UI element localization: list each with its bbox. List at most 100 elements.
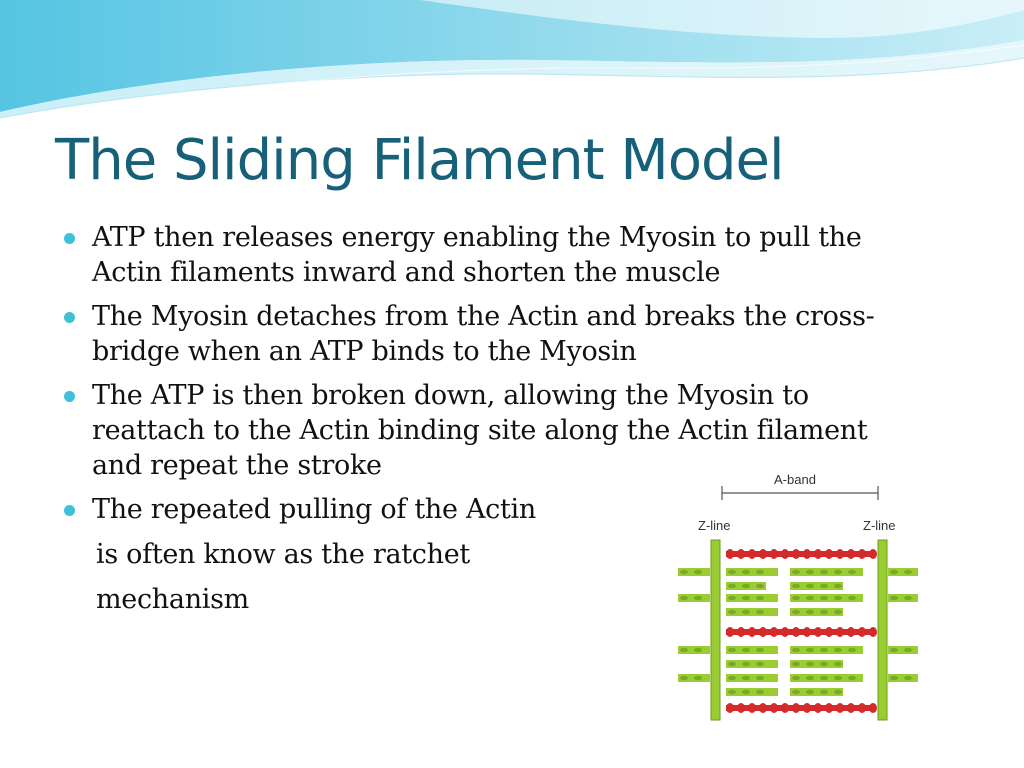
actin-bead (806, 661, 814, 667)
sarcomere-diagram: A-band Z-line Z-line (618, 458, 994, 758)
actin-bead (806, 595, 814, 601)
myosin-head (803, 703, 811, 713)
actin-bead (904, 569, 912, 575)
actin-bead (756, 647, 764, 653)
myosin-head (748, 627, 756, 637)
actin-filament (726, 608, 778, 616)
bullet-dot-icon (64, 312, 75, 323)
actin-bead (694, 569, 702, 575)
myosin-head (781, 627, 789, 637)
actin-bead (792, 609, 800, 615)
actin-bead (848, 675, 856, 681)
actin-filament (790, 688, 843, 696)
actin-filament (790, 660, 843, 668)
actin-bead (742, 595, 750, 601)
actin-filament (726, 660, 778, 668)
actin-filament (790, 608, 843, 616)
bullet-item: The repeated pulling of the Actin (62, 492, 962, 527)
actin-bead (806, 569, 814, 575)
a-band-label: A-band (774, 472, 816, 487)
myosin-head (770, 549, 778, 559)
myosin-head (759, 703, 767, 713)
actin-bead (756, 609, 764, 615)
z-line-left-label: Z-line (698, 518, 731, 533)
actin-bead (848, 647, 856, 653)
actin-bead (742, 609, 750, 615)
actin-bead (756, 689, 764, 695)
actin-bead (890, 595, 898, 601)
actin-bead (834, 647, 842, 653)
myosin-head (825, 627, 833, 637)
actin-bead (820, 647, 828, 653)
myosin-head (825, 549, 833, 559)
actin-bead (848, 569, 856, 575)
myosin-head (781, 703, 789, 713)
actin-bead (728, 661, 736, 667)
actin-filament (888, 674, 918, 682)
myosin-head (858, 549, 866, 559)
actin-bead (792, 583, 800, 589)
bullet-line: The Myosin detaches from the Actin and b… (92, 301, 875, 332)
actin-bead (756, 595, 764, 601)
actin-bead (694, 647, 702, 653)
bullet-continuation-line: mechanism (96, 584, 249, 615)
actin-bead (820, 609, 828, 615)
actin-bead (834, 675, 842, 681)
bullet-line: ATP then releases energy enabling the My… (92, 222, 862, 253)
actin-bead (756, 661, 764, 667)
actin-bead (834, 595, 842, 601)
myosin-head (836, 627, 844, 637)
a-band-bracket (721, 486, 879, 500)
myosin-head (781, 549, 789, 559)
bullet-dot-icon (64, 505, 75, 516)
actin-bead (728, 675, 736, 681)
actin-bead (820, 583, 828, 589)
myosin-head (836, 549, 844, 559)
actin-bead (834, 583, 842, 589)
actin-bead (792, 595, 800, 601)
actin-bead (820, 595, 828, 601)
myosin-head (869, 549, 877, 559)
actin-bead (890, 569, 898, 575)
z-line-right-label: Z-line (863, 518, 896, 533)
actin-bead (834, 689, 842, 695)
actin-filament (726, 646, 778, 654)
myosin-head (847, 703, 855, 713)
actin-bead (680, 569, 688, 575)
actin-bead (890, 675, 898, 681)
actin-bead (756, 675, 764, 681)
actin-bead (742, 583, 750, 589)
slide-title: The Sliding Filament Model (55, 128, 785, 193)
bullet-list: ATP then releases energy enabling the My… (62, 220, 962, 617)
actin-bead (806, 583, 814, 589)
actin-bead (680, 647, 688, 653)
actin-bead (834, 609, 842, 615)
myosin-head (792, 627, 800, 637)
sarcomere-illustration (678, 486, 918, 721)
actin-bead (694, 595, 702, 601)
myosin-head (847, 627, 855, 637)
myosin-head (814, 549, 822, 559)
actin-bead (728, 595, 736, 601)
myosin-head (858, 627, 866, 637)
actin-bead (820, 675, 828, 681)
actin-filament (888, 568, 918, 576)
actin-bead (756, 569, 764, 575)
myosin-head (803, 549, 811, 559)
actin-bead (792, 689, 800, 695)
myosin-head (759, 549, 767, 559)
myosin-head (814, 703, 822, 713)
actin-bead (792, 661, 800, 667)
myosin-head (869, 703, 877, 713)
actin-bead (680, 595, 688, 601)
myosin-head (726, 627, 734, 637)
myosin-head (726, 703, 734, 713)
actin-bead (680, 675, 688, 681)
myosin-head (759, 627, 767, 637)
myosin-head (726, 549, 734, 559)
actin-bead (728, 609, 736, 615)
actin-bead (820, 661, 828, 667)
filament-group (678, 549, 918, 713)
actin-filament (726, 674, 778, 682)
actin-filament (888, 646, 918, 654)
